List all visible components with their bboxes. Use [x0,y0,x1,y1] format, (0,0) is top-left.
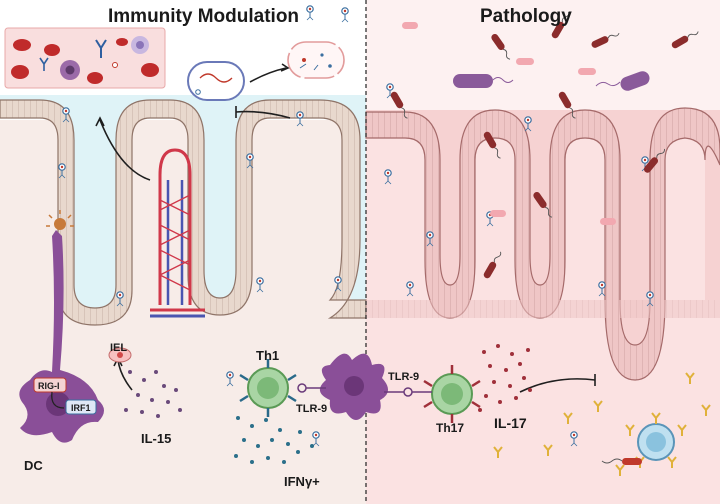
lysed-bacterium-icon [287,41,345,79]
red-blood-cell-icon [11,38,159,84]
iel-label: IEL [110,342,127,354]
right-title: Pathology [480,6,572,27]
rig1-label: RIG-I [38,381,60,391]
ifng-label: IFNγ+ [284,474,320,489]
rig1-to-irf1-arrow [51,391,65,409]
bacterium-icon [601,458,642,465]
dendritic-cell-center [306,353,413,420]
irf1-label: IRF1 [71,403,91,413]
left-title: Immunity Modulation [108,6,299,27]
ifng-cytokines [234,416,314,464]
il15-label: IL-15 [141,431,171,446]
irf1-box [65,399,97,415]
th17-label: Th17 [436,421,464,435]
th1-cell [239,359,307,417]
th17-cell [412,365,481,423]
tlr9-left-label: TLR-9 [296,403,327,415]
tlr9-right-label: TLR-9 [388,371,419,383]
il17-label: IL-17 [494,415,527,431]
b-cell [625,412,687,469]
arrows [95,63,596,393]
il17-cytokines [478,344,532,412]
il15-cytokines [124,370,182,418]
commensal-bacterium-icon [187,61,245,101]
dc-label: DC [24,458,43,473]
rig1-box [33,377,67,393]
left-epithelium [0,99,367,326]
iel-cell [108,347,132,363]
blood-vessel-panel [4,27,166,89]
blood-capillary [150,148,205,318]
pathogen-bacteria [389,9,701,280]
left-lumen [0,95,366,310]
th1-label: Th1 [256,348,279,363]
